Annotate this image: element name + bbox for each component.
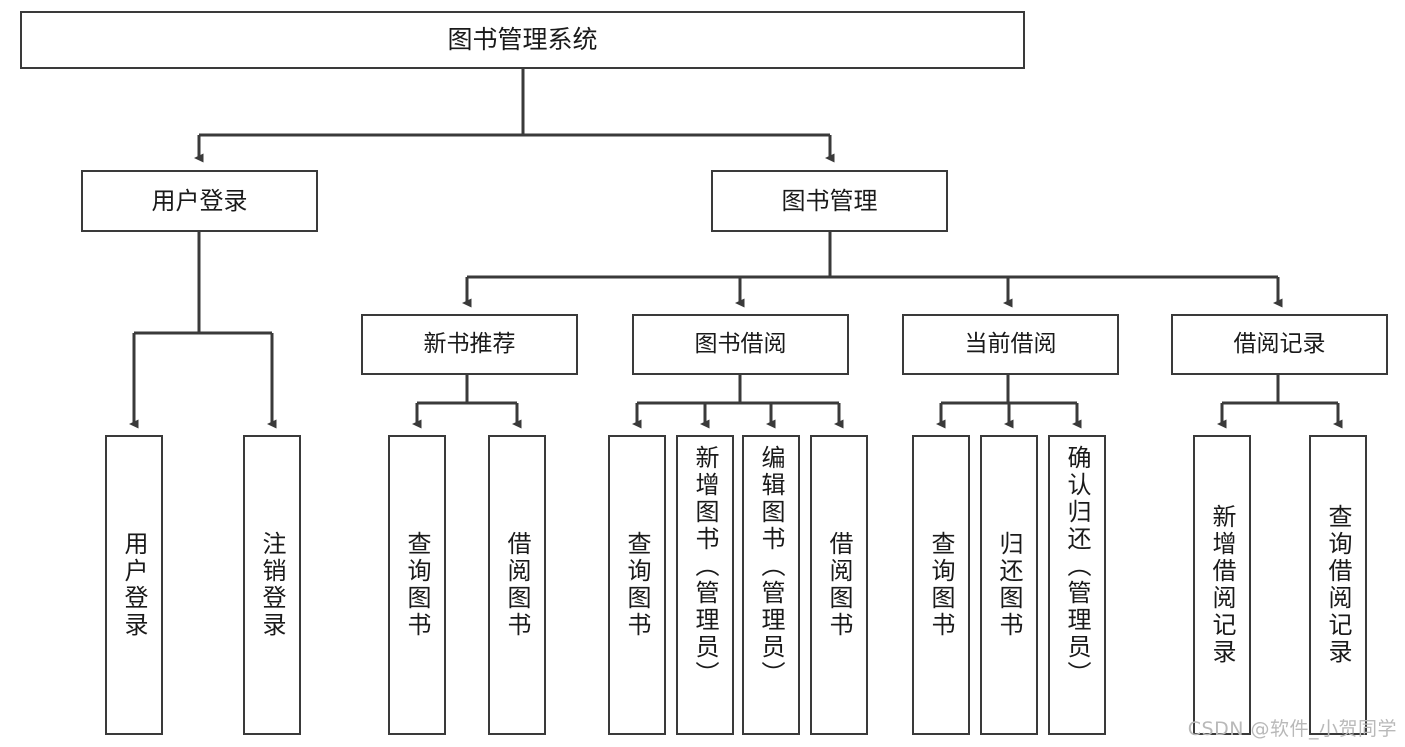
- node-leaf-current-borrow-query[interactable]: 查询图书: [912, 435, 970, 735]
- node-new-book-recommend-label: 新书推荐: [423, 330, 516, 357]
- node-new-book-recommend[interactable]: 新书推荐: [361, 314, 578, 375]
- node-leaf-label: 查询图书: [927, 531, 955, 639]
- node-leaf-label: 查询借阅记录: [1324, 504, 1352, 666]
- node-root-label: 图书管理系统: [447, 25, 598, 55]
- node-book-management[interactable]: 图书管理: [711, 170, 948, 232]
- node-leaf-new-book-query[interactable]: 查询图书: [388, 435, 446, 735]
- node-leaf-current-borrow-confirm-return[interactable]: 确认归还（管理员）: [1048, 435, 1106, 735]
- node-current-borrow-label: 当前借阅: [964, 330, 1057, 357]
- node-leaf-new-book-borrow[interactable]: 借阅图书: [488, 435, 546, 735]
- node-leaf-book-borrow-add[interactable]: 新增图书（管理员）: [676, 435, 734, 735]
- csdn-watermark: CSDN @软件_小贺同学: [1187, 718, 1397, 740]
- node-leaf-label: 编辑图书（管理员）: [757, 445, 785, 688]
- node-leaf-label: 查询图书: [623, 531, 651, 639]
- node-leaf-label: 查询图书: [403, 531, 431, 639]
- node-borrow-record-label: 借阅记录: [1233, 330, 1326, 357]
- node-leaf-label: 归还图书: [995, 531, 1023, 639]
- node-leaf-label: 借阅图书: [503, 531, 531, 639]
- node-user-login-label: 用户登录: [151, 186, 248, 215]
- node-leaf-book-borrow-query[interactable]: 查询图书: [608, 435, 666, 735]
- node-borrow-record[interactable]: 借阅记录: [1171, 314, 1388, 375]
- node-book-borrow-label: 图书借阅: [694, 330, 787, 357]
- node-root-book-management-system[interactable]: 图书管理系统: [20, 11, 1025, 69]
- node-leaf-label: 用户登录: [120, 531, 148, 639]
- node-book-borrow[interactable]: 图书借阅: [632, 314, 849, 375]
- node-leaf-book-borrow-edit[interactable]: 编辑图书（管理员）: [742, 435, 800, 735]
- node-leaf-current-borrow-return[interactable]: 归还图书: [980, 435, 1038, 735]
- node-current-borrow[interactable]: 当前借阅: [902, 314, 1119, 375]
- node-leaf-label: 新增图书（管理员）: [691, 445, 719, 688]
- node-leaf-user-login-login[interactable]: 用户登录: [105, 435, 163, 735]
- node-leaf-label: 新增借阅记录: [1208, 504, 1236, 666]
- node-leaf-label: 借阅图书: [825, 531, 853, 639]
- node-leaf-borrow-record-query[interactable]: 查询借阅记录: [1309, 435, 1367, 735]
- node-book-management-label: 图书管理: [781, 186, 878, 215]
- node-user-login[interactable]: 用户登录: [81, 170, 318, 232]
- node-leaf-label: 确认归还（管理员）: [1063, 445, 1091, 688]
- node-leaf-label: 注销登录: [258, 531, 286, 639]
- node-leaf-user-login-logout[interactable]: 注销登录: [243, 435, 301, 735]
- node-leaf-borrow-record-add[interactable]: 新增借阅记录: [1193, 435, 1251, 735]
- node-leaf-book-borrow-borrow[interactable]: 借阅图书: [810, 435, 868, 735]
